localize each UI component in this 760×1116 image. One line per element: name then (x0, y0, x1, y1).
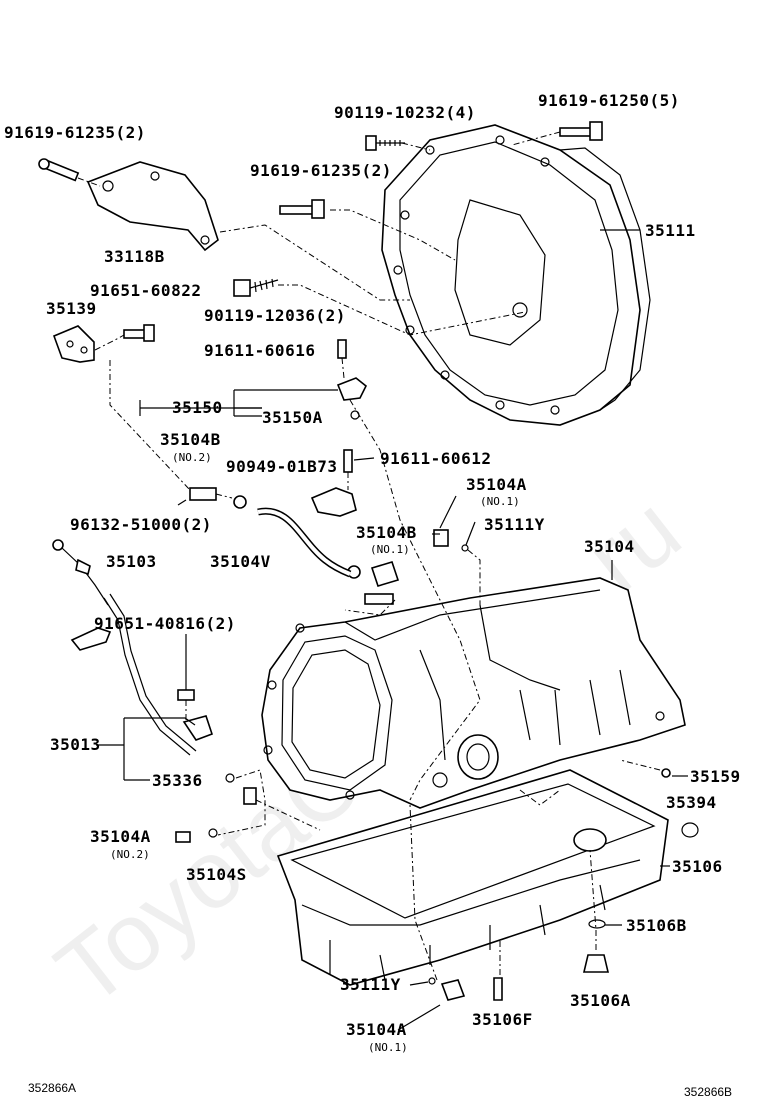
label-35336: 35336 (152, 771, 203, 790)
union-35104B-no2 (189, 487, 217, 501)
clamp-96132-51000 (233, 495, 361, 579)
label-35103: 35103 (106, 552, 157, 571)
label-90119-12036: 90119-12036(2) (204, 306, 346, 325)
bolt-91651-60822 (123, 324, 155, 342)
label-35394: 35394 (666, 793, 717, 812)
label-35104B-no2-sub: (NO.2) (172, 451, 212, 464)
bolt-90119-12036 (233, 278, 279, 297)
label-91651-60822: 91651-60822 (90, 281, 201, 300)
sensor-35150 (336, 377, 368, 401)
o-ring-35104S (208, 828, 218, 838)
oil-pan-35106 (276, 769, 669, 986)
connector-90949-01B73 (310, 487, 357, 517)
assembly-lines (77, 131, 661, 981)
bolt-91651-40816 (177, 689, 195, 701)
label-35104B-no1: 35104B (356, 523, 417, 542)
union-35104B-no1 (364, 561, 400, 605)
bolt-91619-61235-mid (279, 199, 325, 219)
transmission-housing-35111 (381, 124, 651, 426)
label-91651-40816: 91651-40816(2) (94, 614, 236, 633)
label-35106A: 35106A (570, 991, 631, 1010)
bolt-91611-60612 (343, 449, 353, 473)
label-35111Y-top: 35111Y (484, 515, 545, 534)
label-35106B: 35106B (626, 916, 687, 935)
bolt-91619-61250 (559, 121, 603, 141)
part-labels: 91619-61235(2) 90119-10232(4) 91619-6125… (4, 91, 741, 1099)
label-35104A-no2-sub: (NO.2) (110, 848, 150, 861)
label-35104S: 35104S (186, 865, 247, 884)
plug-35104A-no1-top (433, 529, 449, 547)
label-90119-10232: 90119-10232(4) (334, 103, 476, 122)
plug-35104A-no2 (175, 831, 191, 843)
label-33118B: 33118B (104, 247, 165, 266)
transmission-case-35104 (261, 577, 686, 809)
label-35104A-bottom: 35104A (346, 1020, 407, 1039)
label-35106F: 35106F (472, 1010, 533, 1029)
figure-id-right: 352866B (684, 1085, 732, 1099)
label-35104V: 35104V (210, 552, 271, 571)
gasket-35111Y-top (461, 544, 469, 552)
label-91619-61235-top: 91619-61235(2) (4, 123, 146, 142)
label-35104B-no2: 35104B (160, 430, 221, 449)
figure-id-left: 352866A (28, 1081, 76, 1095)
label-96132-51000: 96132-51000(2) (70, 515, 212, 534)
label-90949-01B73: 90949-01B73 (226, 457, 337, 476)
gasket-35106B (588, 919, 606, 929)
label-35104A-bottom-sub: (NO.1) (368, 1041, 408, 1054)
plug-35159 (661, 768, 671, 778)
bracket-33118B (86, 161, 219, 252)
label-35111: 35111 (645, 221, 696, 240)
bolt-91619-61235-top (38, 158, 80, 182)
label-91619-61235-mid: 91619-61235(2) (250, 161, 392, 180)
label-35104B-no1-sub: (NO.1) (370, 543, 410, 556)
label-91611-60612: 91611-60612 (380, 449, 491, 468)
label-91611-60616: 91611-60616 (204, 341, 315, 360)
gasket-35111Y-bottom (428, 977, 436, 985)
label-35111Y-bottom: 35111Y (340, 975, 401, 994)
label-91619-61250: 91619-61250(5) (538, 91, 680, 110)
label-35139: 35139 (46, 299, 97, 318)
plug-35104S (243, 787, 257, 805)
label-35159: 35159 (690, 767, 741, 786)
label-35104A-top-sub: (NO.1) (480, 495, 520, 508)
label-35150: 35150 (172, 398, 223, 417)
dipstick-35103 (52, 539, 109, 606)
bolt-91611-60616 (337, 339, 347, 359)
label-35104: 35104 (584, 537, 635, 556)
label-35104A-no2: 35104A (90, 827, 151, 846)
label-35013: 35013 (50, 735, 101, 754)
hose-35104V (257, 507, 352, 578)
label-35106: 35106 (672, 857, 723, 876)
o-ring-35336 (225, 773, 235, 783)
leader-lines (96, 229, 688, 1031)
bolt-35106F (493, 977, 503, 1001)
label-35104A-top: 35104A (466, 475, 527, 494)
plug-35104A-no1-bottom (440, 979, 466, 1001)
label-35150A: 35150A (262, 408, 323, 427)
bolt-90119-10232 (365, 135, 405, 151)
drain-plug-35106A (582, 954, 610, 973)
bracket-35139 (52, 325, 95, 363)
cap-35394 (681, 822, 699, 838)
